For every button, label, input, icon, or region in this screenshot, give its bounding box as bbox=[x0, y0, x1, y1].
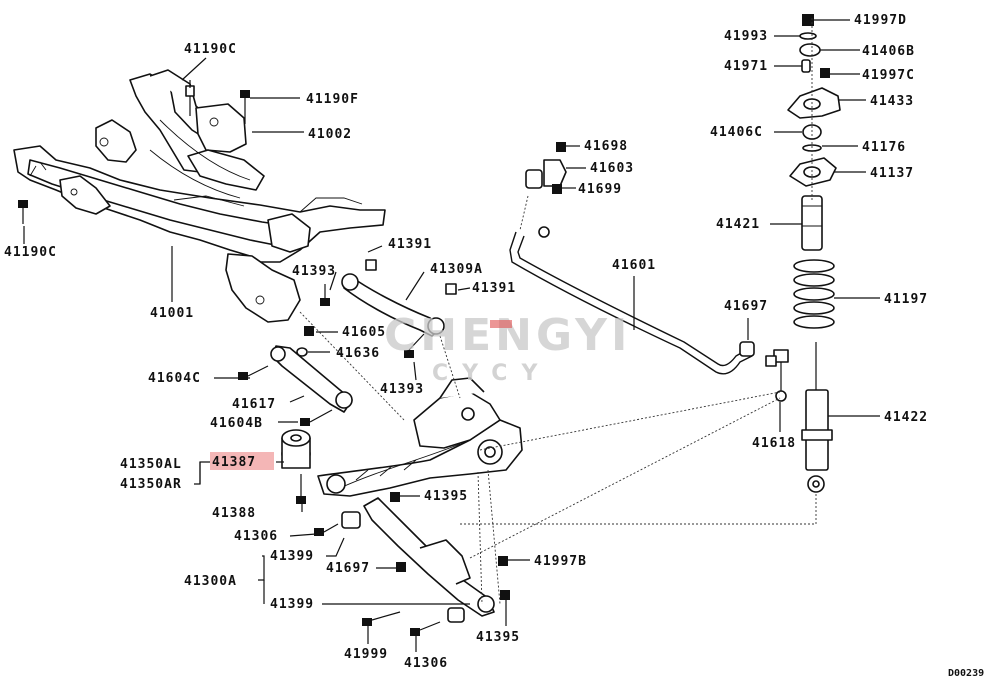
lower-arm-41300A bbox=[341, 497, 495, 623]
label-41406C[interactable]: 41406C bbox=[710, 125, 763, 140]
bushing-41697-a bbox=[739, 341, 755, 357]
watermark-brand: CHENGYI bbox=[384, 310, 631, 361]
collar-41971 bbox=[801, 59, 811, 73]
label-41605[interactable]: 41605 bbox=[342, 325, 386, 340]
label-41176[interactable]: 41176 bbox=[862, 140, 906, 155]
nut-41997B bbox=[498, 556, 508, 566]
bolt-41388 bbox=[296, 474, 306, 504]
nut-41391-a bbox=[365, 259, 377, 271]
label-41999[interactable]: 41999 bbox=[344, 647, 388, 662]
bump-stop-41421 bbox=[801, 195, 823, 251]
label-41997D[interactable]: 41997D bbox=[854, 13, 907, 28]
label-41399-b[interactable]: 41399 bbox=[270, 597, 314, 612]
bolt-41604B bbox=[300, 409, 333, 426]
bolt-41604C bbox=[238, 365, 269, 380]
label-41603[interactable]: 41603 bbox=[590, 161, 634, 176]
bolt-41190C-left bbox=[18, 200, 28, 224]
bolt-41190F bbox=[240, 90, 250, 124]
label-41399-a[interactable]: 41399 bbox=[270, 549, 314, 564]
guide-lines bbox=[299, 18, 817, 605]
label-41391-a[interactable]: 41391 bbox=[388, 237, 432, 252]
label-41997C[interactable]: 41997C bbox=[862, 68, 915, 83]
mount-41433 bbox=[787, 87, 841, 119]
label-41971[interactable]: 41971 bbox=[724, 59, 768, 74]
label-41433[interactable]: 41433 bbox=[870, 94, 914, 109]
label-41002[interactable]: 41002 bbox=[308, 127, 352, 142]
label-41604B[interactable]: 41604B bbox=[210, 416, 263, 431]
label-41395-a[interactable]: 41395 bbox=[424, 489, 468, 504]
bolt-41393-a bbox=[320, 284, 330, 306]
label-41395-b[interactable]: 41395 bbox=[476, 630, 520, 645]
label-41300A[interactable]: 41300A bbox=[184, 574, 237, 589]
label-41601[interactable]: 41601 bbox=[612, 258, 656, 273]
crossmember-41001 bbox=[13, 69, 386, 323]
bushing-41603 bbox=[525, 159, 567, 189]
label-41190C-top[interactable]: 41190C bbox=[184, 42, 237, 57]
label-41993[interactable]: 41993 bbox=[724, 29, 768, 44]
label-41618[interactable]: 41618 bbox=[752, 436, 796, 451]
label-41698[interactable]: 41698 bbox=[584, 139, 628, 154]
nut-41997D bbox=[802, 14, 814, 26]
label-41393-a[interactable]: 41393 bbox=[292, 264, 336, 279]
label-41197[interactable]: 41197 bbox=[884, 292, 928, 307]
shock-absorber-41422 bbox=[801, 342, 833, 493]
label-41137[interactable]: 41137 bbox=[870, 166, 914, 181]
label-41997B[interactable]: 41997B bbox=[534, 554, 587, 569]
label-41699[interactable]: 41699 bbox=[578, 182, 622, 197]
part-labels: 41190C 41190F 41002 41190C 41001 41393 4… bbox=[4, 13, 984, 679]
drawing-code: D00239 bbox=[948, 668, 984, 679]
nut-41395-b bbox=[500, 590, 510, 600]
label-41190C-left[interactable]: 41190C bbox=[4, 245, 57, 260]
bolt-41699 bbox=[552, 184, 562, 194]
bolt-41306-b bbox=[410, 621, 441, 636]
washer-41993 bbox=[799, 32, 817, 40]
label-41617[interactable]: 41617 bbox=[232, 397, 276, 412]
upper-arm-41309A bbox=[341, 273, 445, 337]
nut-41605 bbox=[304, 326, 314, 336]
label-41306-b[interactable]: 41306 bbox=[404, 656, 448, 671]
bolt-41306-a bbox=[314, 523, 339, 536]
watermark: CHENGYI CYCY bbox=[384, 310, 631, 386]
label-41387[interactable]: 41387 bbox=[212, 455, 256, 470]
label-41393-b[interactable]: 41393 bbox=[380, 382, 424, 397]
link-41618 bbox=[765, 349, 789, 402]
label-41422[interactable]: 41422 bbox=[884, 410, 928, 425]
nut-41997C bbox=[820, 68, 830, 78]
watermark-sub: CYCY bbox=[432, 361, 551, 386]
nut-41697-b bbox=[396, 562, 406, 572]
label-41421[interactable]: 41421 bbox=[716, 217, 760, 232]
washer-41636 bbox=[296, 347, 308, 357]
label-41391-b[interactable]: 41391 bbox=[472, 281, 516, 296]
bushing-41406B bbox=[799, 43, 821, 57]
spring-seat-41137 bbox=[789, 157, 837, 187]
bolt-41698 bbox=[556, 142, 566, 152]
lower-link-41617 bbox=[270, 345, 353, 413]
nut-41391-b bbox=[445, 283, 457, 295]
label-41350AR[interactable]: 41350AR bbox=[120, 477, 182, 492]
trailing-arm bbox=[317, 377, 523, 497]
label-41190F[interactable]: 41190F bbox=[306, 92, 359, 107]
highlight-41387 bbox=[210, 452, 274, 470]
label-41604C[interactable]: 41604C bbox=[148, 371, 201, 386]
label-41697-a[interactable]: 41697 bbox=[724, 299, 768, 314]
label-41309A[interactable]: 41309A bbox=[430, 262, 483, 277]
label-41406B[interactable]: 41406B bbox=[862, 44, 915, 59]
label-41350AL[interactable]: 41350AL bbox=[120, 457, 182, 472]
label-41636[interactable]: 41636 bbox=[336, 346, 380, 361]
nut-41395-a bbox=[390, 492, 400, 502]
label-41306-a[interactable]: 41306 bbox=[234, 529, 278, 544]
label-41697-b[interactable]: 41697 bbox=[326, 561, 370, 576]
coil-spring-41197 bbox=[793, 259, 835, 329]
bolt-41393-b bbox=[404, 333, 425, 358]
label-41388[interactable]: 41388 bbox=[212, 506, 256, 521]
leader-lines bbox=[23, 19, 880, 652]
bushing-41387 bbox=[281, 429, 311, 469]
bolt-41999 bbox=[362, 611, 401, 626]
label-41001[interactable]: 41001 bbox=[150, 306, 194, 321]
